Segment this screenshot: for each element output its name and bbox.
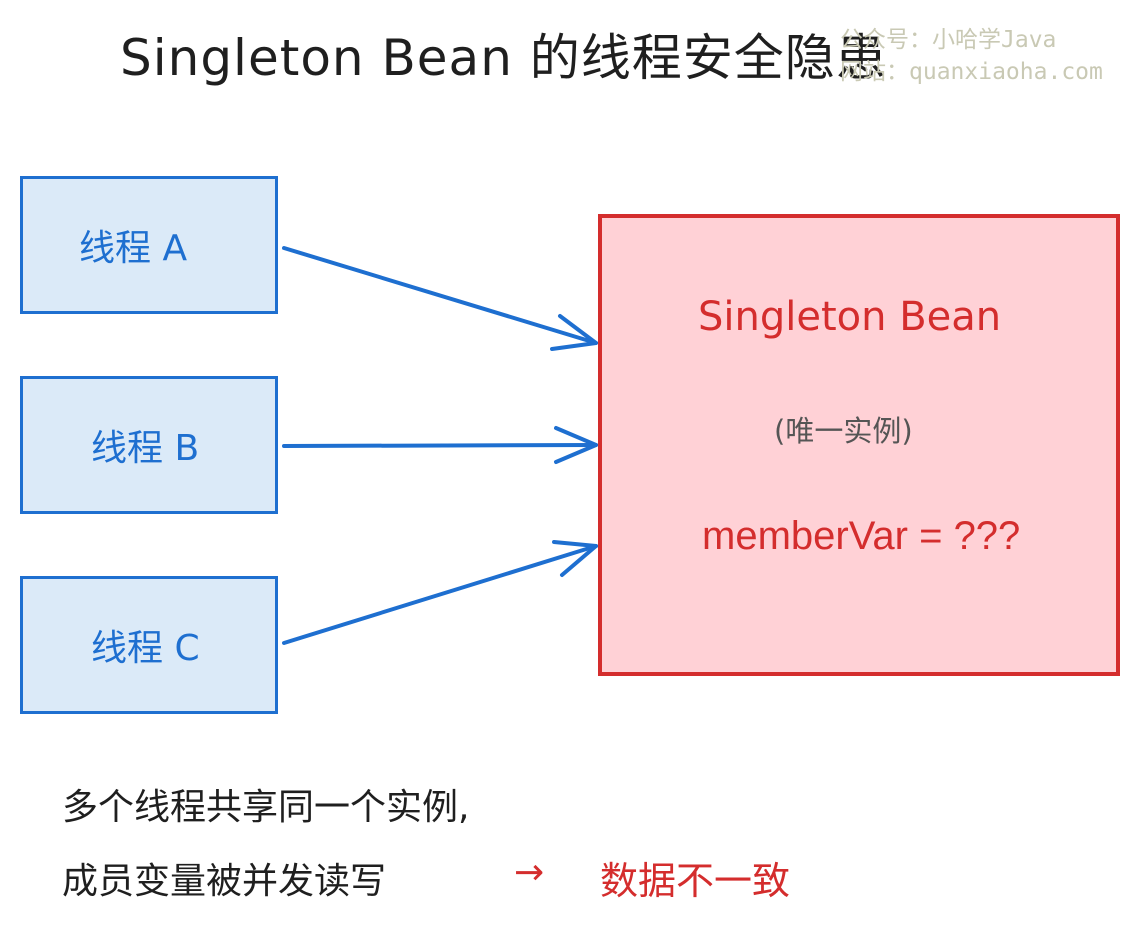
thread-b-label: 线程 B	[91, 428, 200, 469]
result-arrow-icon: →	[514, 852, 545, 893]
thread-c-label: 线程 C	[91, 628, 200, 669]
singleton-bean-box: Singleton Bean (唯一实例) memberVar = ???	[598, 214, 1120, 676]
watermark-line-1: 公众号：小哈学Java	[840, 27, 1057, 53]
watermark-line-2: 网站：quanxiaoha.com	[840, 59, 1103, 85]
arrow-thread-a	[282, 246, 598, 351]
arrow-thread-c	[282, 540, 598, 645]
watermark: 公众号：小哈学Java 网站：quanxiaoha.com	[840, 24, 1103, 88]
bean-member-var: memberVar = ???	[702, 514, 1021, 558]
arrow-thread-b	[282, 426, 598, 464]
diagram-title: Singleton Bean 的线程安全隐患	[120, 29, 887, 87]
bean-subtitle: (唯一实例)	[774, 414, 913, 448]
note-line-2: 成员变量被并发读写	[62, 861, 387, 902]
thread-a-label: 线程 A	[79, 228, 188, 269]
thread-b-box: 线程 B	[20, 376, 278, 514]
note-line-1: 多个线程共享同一个实例,	[62, 787, 470, 828]
result-text: 数据不一致	[600, 859, 791, 903]
thread-c-box: 线程 C	[20, 576, 278, 714]
thread-a-box: 线程 A	[20, 176, 278, 314]
bean-title: Singleton Bean	[698, 294, 1002, 340]
